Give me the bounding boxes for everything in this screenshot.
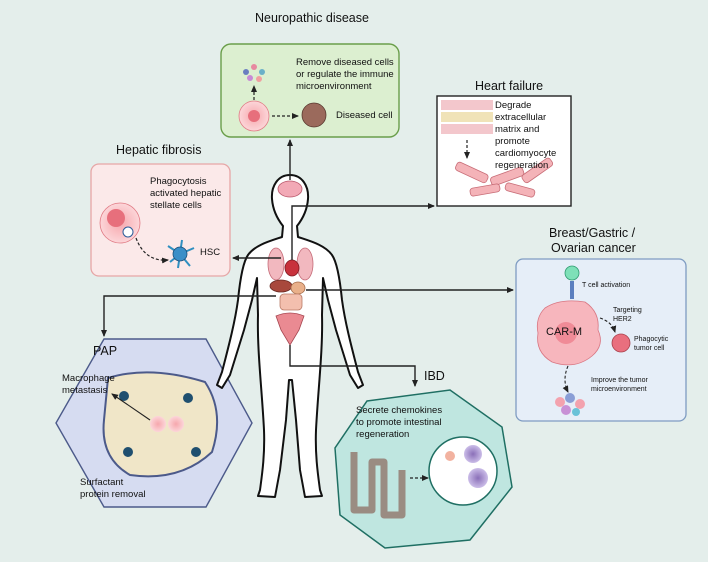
hepatic-panel [90,163,231,277]
hepatic-title: Hepatic fibrosis [116,143,202,157]
hsc-label: HSC [200,247,221,258]
phagocytic-label-2: tumor cell [634,345,665,352]
pap-line-4: protein removal [80,489,146,500]
lung-left-organ [267,247,285,281]
tumor-microenvironment-cluster [555,393,585,416]
ibd-title: IBD [424,369,445,383]
cancer-title-line-1: Breast/Gastric / [549,226,636,240]
brain-organ [277,180,303,198]
diseased-cell-shape [301,102,327,128]
ibd-line-2: to promote intestinal [356,417,442,428]
pap-dark-cells [119,391,201,457]
hepatic-line-2: activated hepatic [150,188,222,199]
heart-title: Heart failure [475,79,544,93]
stomach-organ [290,281,306,295]
pap-line-3: Surfactant [80,477,124,488]
pap-cell-1 [150,416,166,432]
ibd-zoom-circle [428,436,498,506]
cancer-panel [515,258,687,422]
pap-line-1: Macrophage [62,373,115,384]
heart-line-6: regeneration [495,160,549,171]
neuro-macrophage-nucleus [248,110,260,122]
pap-cell-2 [168,416,184,432]
connectors [101,139,514,387]
ibd-cell-2 [468,468,488,488]
heart-tissue-band-3 [441,124,493,134]
tumor-cell [611,333,631,353]
neuropathic-line-1: Remove diseased cells [296,57,394,68]
ibd-octagon [334,389,513,549]
ibd-line-3: regeneration [356,429,410,440]
t-cell-activation-label: T cell activation [582,282,631,289]
cancer-title-line-2: Ovarian cancer [551,241,636,255]
ibd-cell-1 [464,445,482,463]
hepatic-dashed-arrow [135,237,169,264]
car-m-label: CAR-M [546,326,583,338]
heart-line-3: matrix and [495,124,540,135]
hepatic-line-1: Phagocytosis [150,176,207,187]
cancer-dashed-right [599,317,617,333]
heart-line-1: Degrade [495,100,532,111]
t-cell [564,265,580,281]
pap-arrow-line [111,393,151,421]
neuropathic-title: Neuropathic disease [255,11,369,25]
cancer-dashed-down [562,365,569,393]
liver-organ [269,279,293,293]
neuropathic-line-2: or regulate the immune [296,69,394,80]
ibd-cell-3 [445,451,455,461]
heart-tissue-band-2 [441,112,493,122]
heart-line-5: cardiomyocyte [495,148,557,159]
targeting-label-1: Targeting [613,307,642,314]
cardiomyocyte-cells [455,157,554,198]
lung-right-organ [296,247,314,281]
heart-line-2: extracellular [495,112,547,123]
targeting-label-2: HER2 [613,316,632,323]
arrow-to-heart [291,203,435,260]
phagocytic-label-1: Phagocytic [634,336,669,343]
uterus-organ [275,312,305,346]
hepatic-line-3: stellate cells [150,200,202,211]
improve-label-1: Improve the tumor [591,377,648,384]
neuropathic-line-3: microenvironment [296,81,372,92]
improve-label-2: microenvironment [591,386,647,393]
heart-organ [284,259,300,277]
intestine-organ [279,293,303,311]
arrow-to-ibd [289,345,418,387]
arrow-to-pap [101,295,276,337]
engulfed-hsc [122,226,134,238]
hepatic-macrophage-nucleus [107,209,125,227]
pap-title: PAP [93,344,118,358]
diseased-cell-label: Diseased cell [336,110,393,121]
heart-tissue-band-1 [441,100,493,110]
hsc-cell-body [172,246,188,262]
heart-line-4: promote [495,136,530,147]
intestinal-villi [350,452,406,519]
car-m-nucleus [555,322,577,344]
neuro-cell-cluster [243,64,265,82]
pap-line-2: metastasis [62,385,108,396]
receptor-stalk [570,281,574,299]
ibd-line-1: Secrete chemokines [356,405,443,416]
